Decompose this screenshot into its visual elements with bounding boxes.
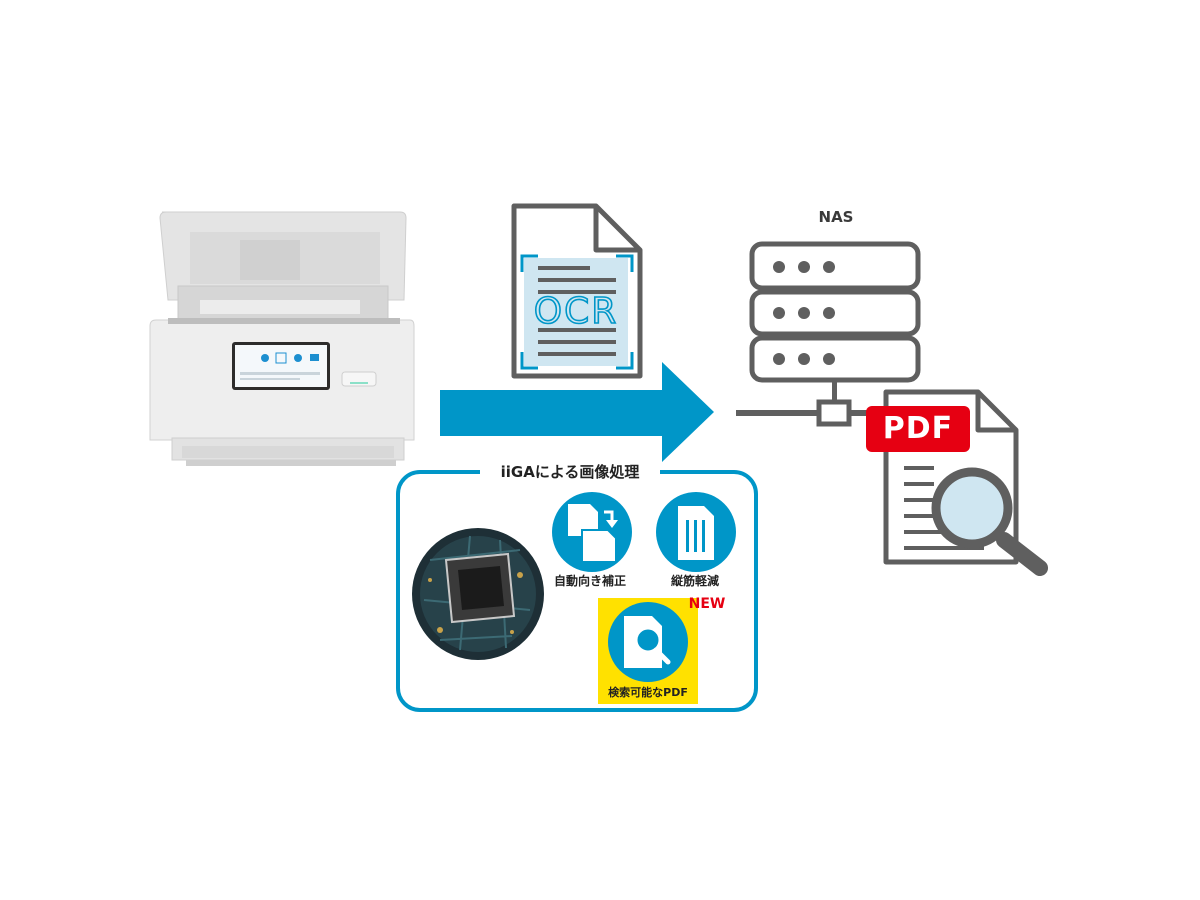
flow-arrow [440, 362, 714, 462]
auto-rotation-label: 自動向き補正 [553, 574, 626, 588]
ocr-document-icon: OCR [511, 203, 643, 379]
pdf-tag [866, 406, 970, 452]
scanner-illustration [149, 211, 415, 466]
pdf-tag-label: PDF [882, 411, 954, 446]
processor-chip-image [412, 528, 544, 660]
new-badge: NEW [688, 596, 726, 612]
streak-reduction-icon [656, 492, 736, 572]
ocr-text: OCR [534, 291, 619, 332]
nas-label: NAS [818, 208, 854, 226]
nas-server-icon [736, 241, 921, 427]
iiga-title: iiGAによる画像処理 [480, 460, 660, 484]
search-document-icon [598, 598, 698, 704]
streak-reduction-label: 縦筋軽減 [670, 574, 719, 588]
pdf-search-document-icon [866, 389, 1048, 576]
searchable-pdf-label: 検索可能なPDF [608, 686, 688, 699]
page-rotate-icon [552, 492, 632, 572]
